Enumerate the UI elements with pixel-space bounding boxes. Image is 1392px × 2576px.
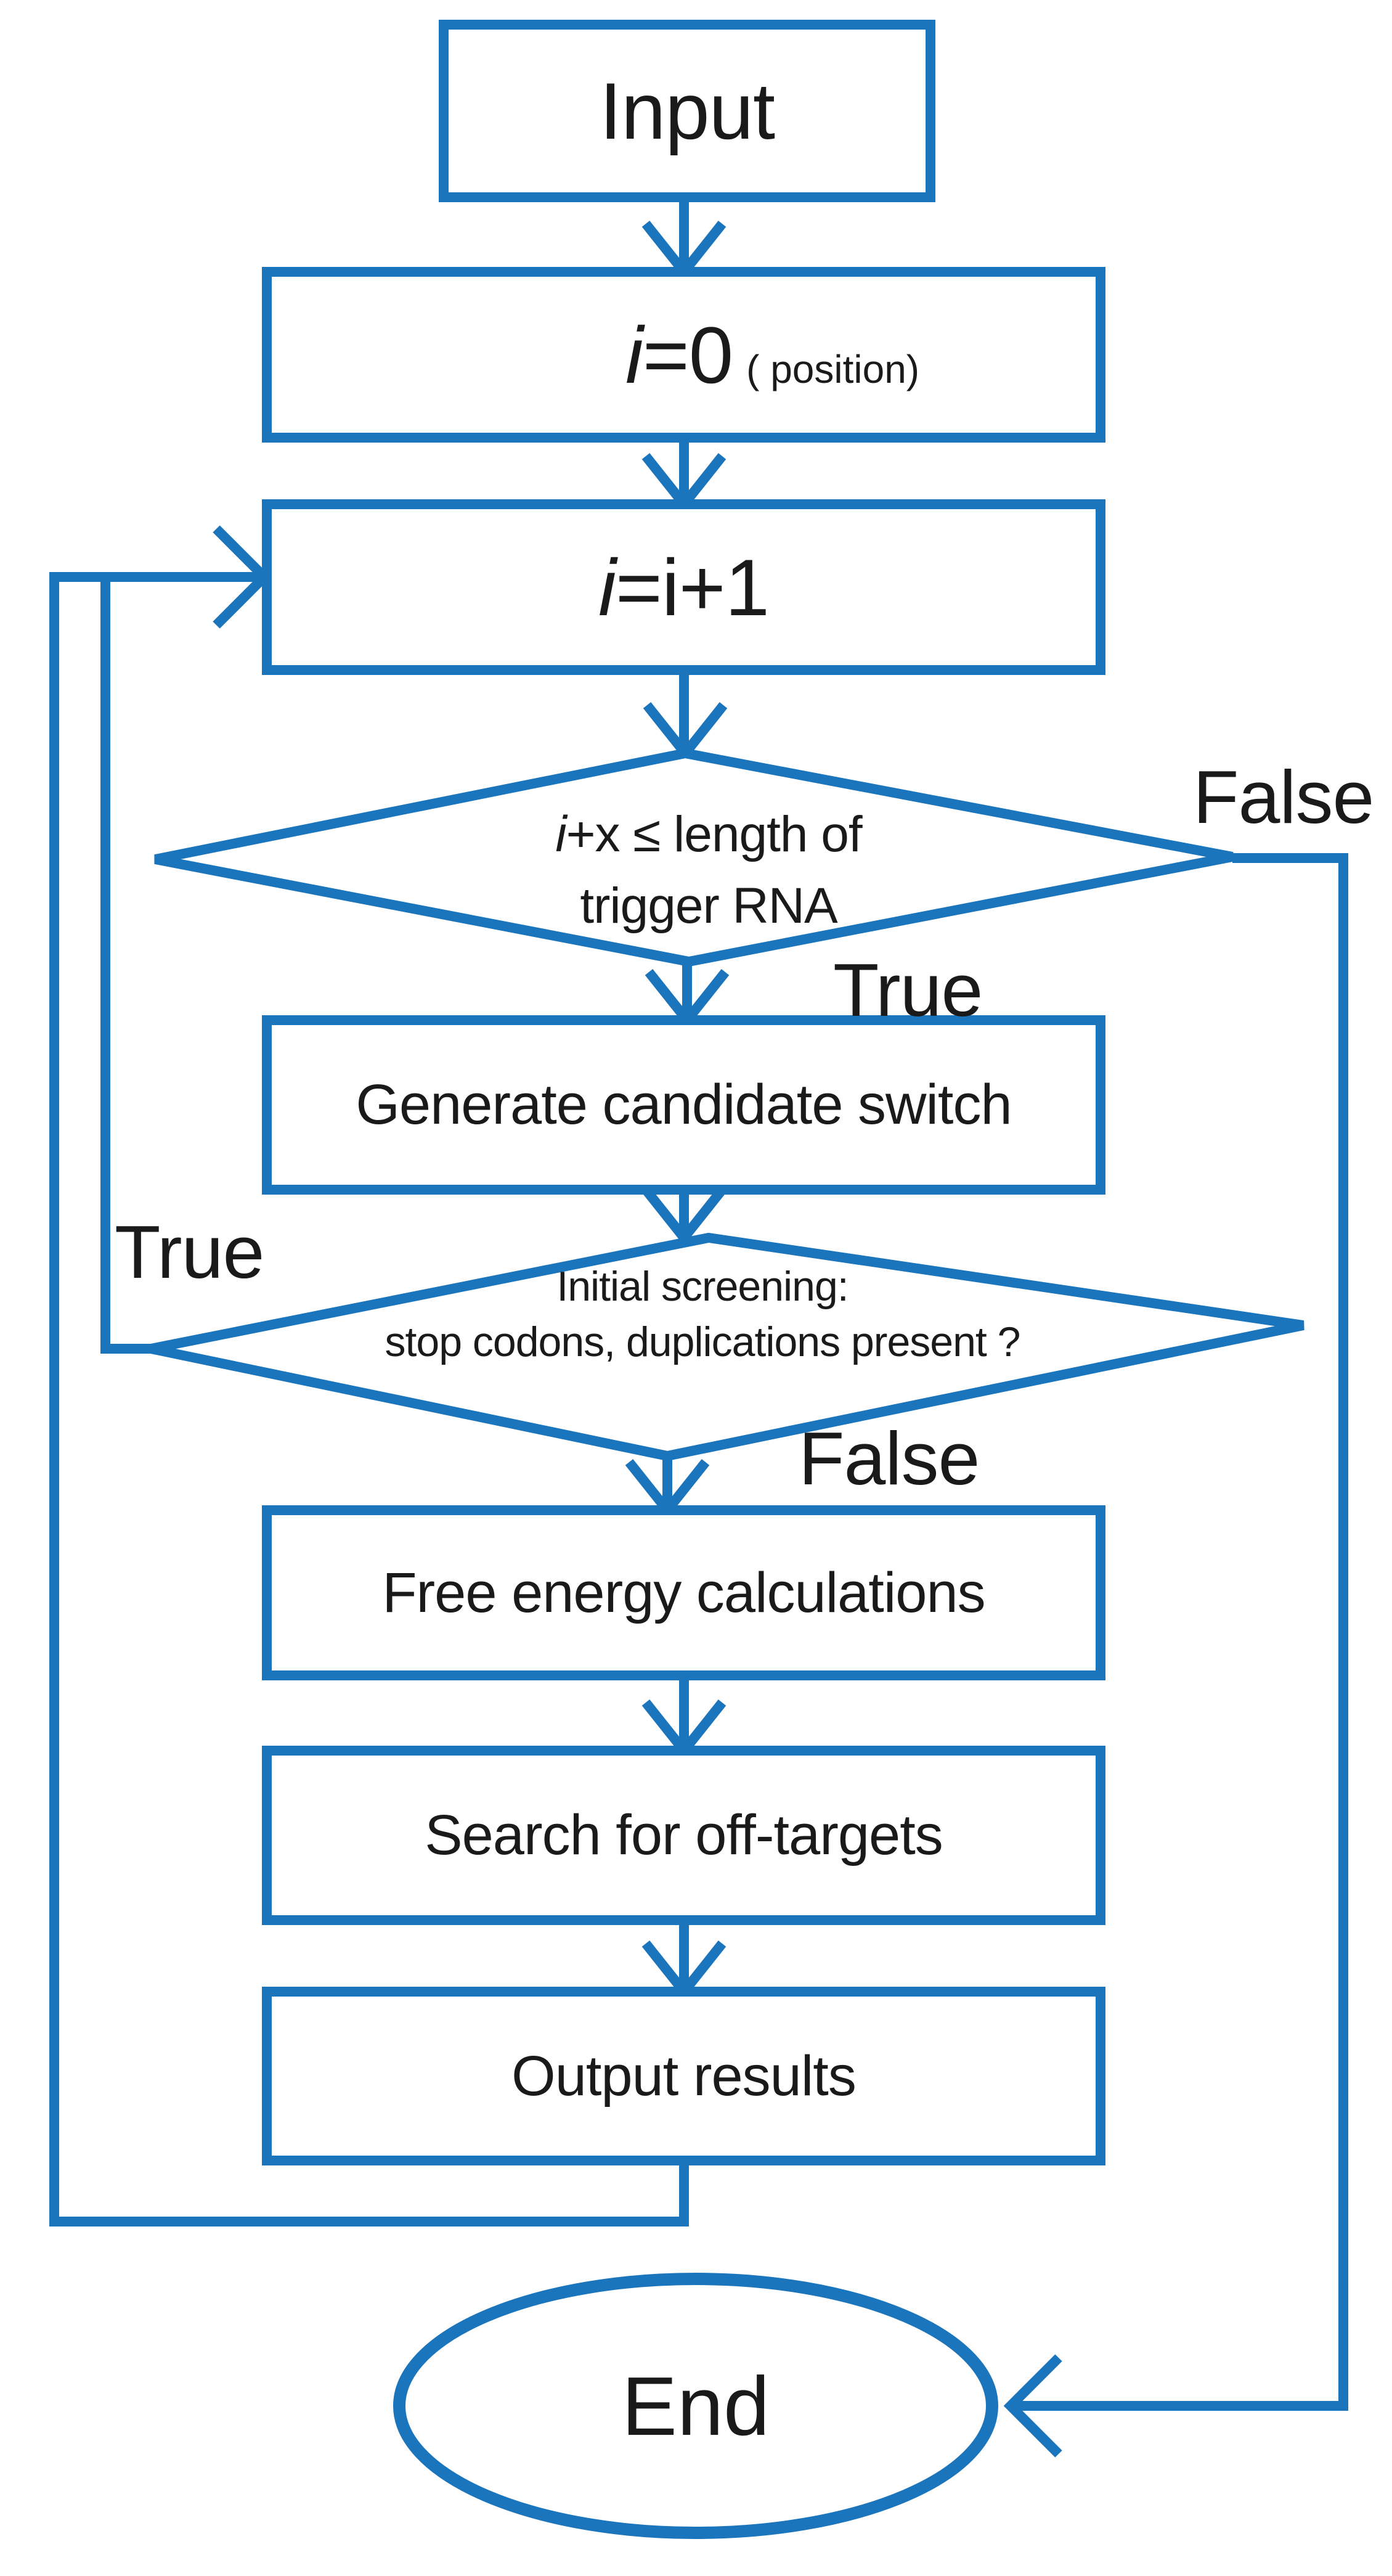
output-label: Output results [511, 2044, 857, 2108]
increment-label: i=i+1 [598, 542, 770, 632]
output-box [262, 1987, 1105, 2165]
end-label: End [621, 2359, 770, 2453]
init-label: i=0 ( position) [625, 309, 920, 400]
length-decision-diamond [154, 748, 1234, 967]
screening-decision-label: Initial screening: stop codons, duplicat… [385, 1263, 1020, 1365]
off-targets-label: Search for off-targets [425, 1804, 943, 1867]
free-energy-box [262, 1505, 1105, 1680]
screening-true-label: True [115, 1210, 264, 1294]
length-decision-label: i+x ≤ length of trigger RNA [555, 806, 862, 934]
end-ellipse [393, 2273, 998, 2539]
length-false-label: False [1193, 755, 1374, 839]
connector-length-false-to-end [1011, 853, 1348, 2411]
input-label: Input [599, 66, 775, 156]
screening-false-label: False [799, 1417, 980, 1500]
connector-output-loop [49, 572, 689, 2226]
generate-box [262, 1015, 1105, 1195]
screening-decision-diamond [150, 1232, 1304, 1462]
free-energy-label: Free energy calculations [382, 1561, 985, 1624]
off-targets-box [262, 1746, 1105, 1925]
connector-screening-true-loop [100, 577, 151, 1354]
length-true-label: True [833, 948, 983, 1032]
generate-label: Generate candidate switch [356, 1073, 1012, 1136]
arrowhead-into-end [1003, 2354, 1062, 2458]
init-box [262, 267, 1105, 443]
increment-box [262, 499, 1105, 675]
input-box [439, 20, 935, 202]
